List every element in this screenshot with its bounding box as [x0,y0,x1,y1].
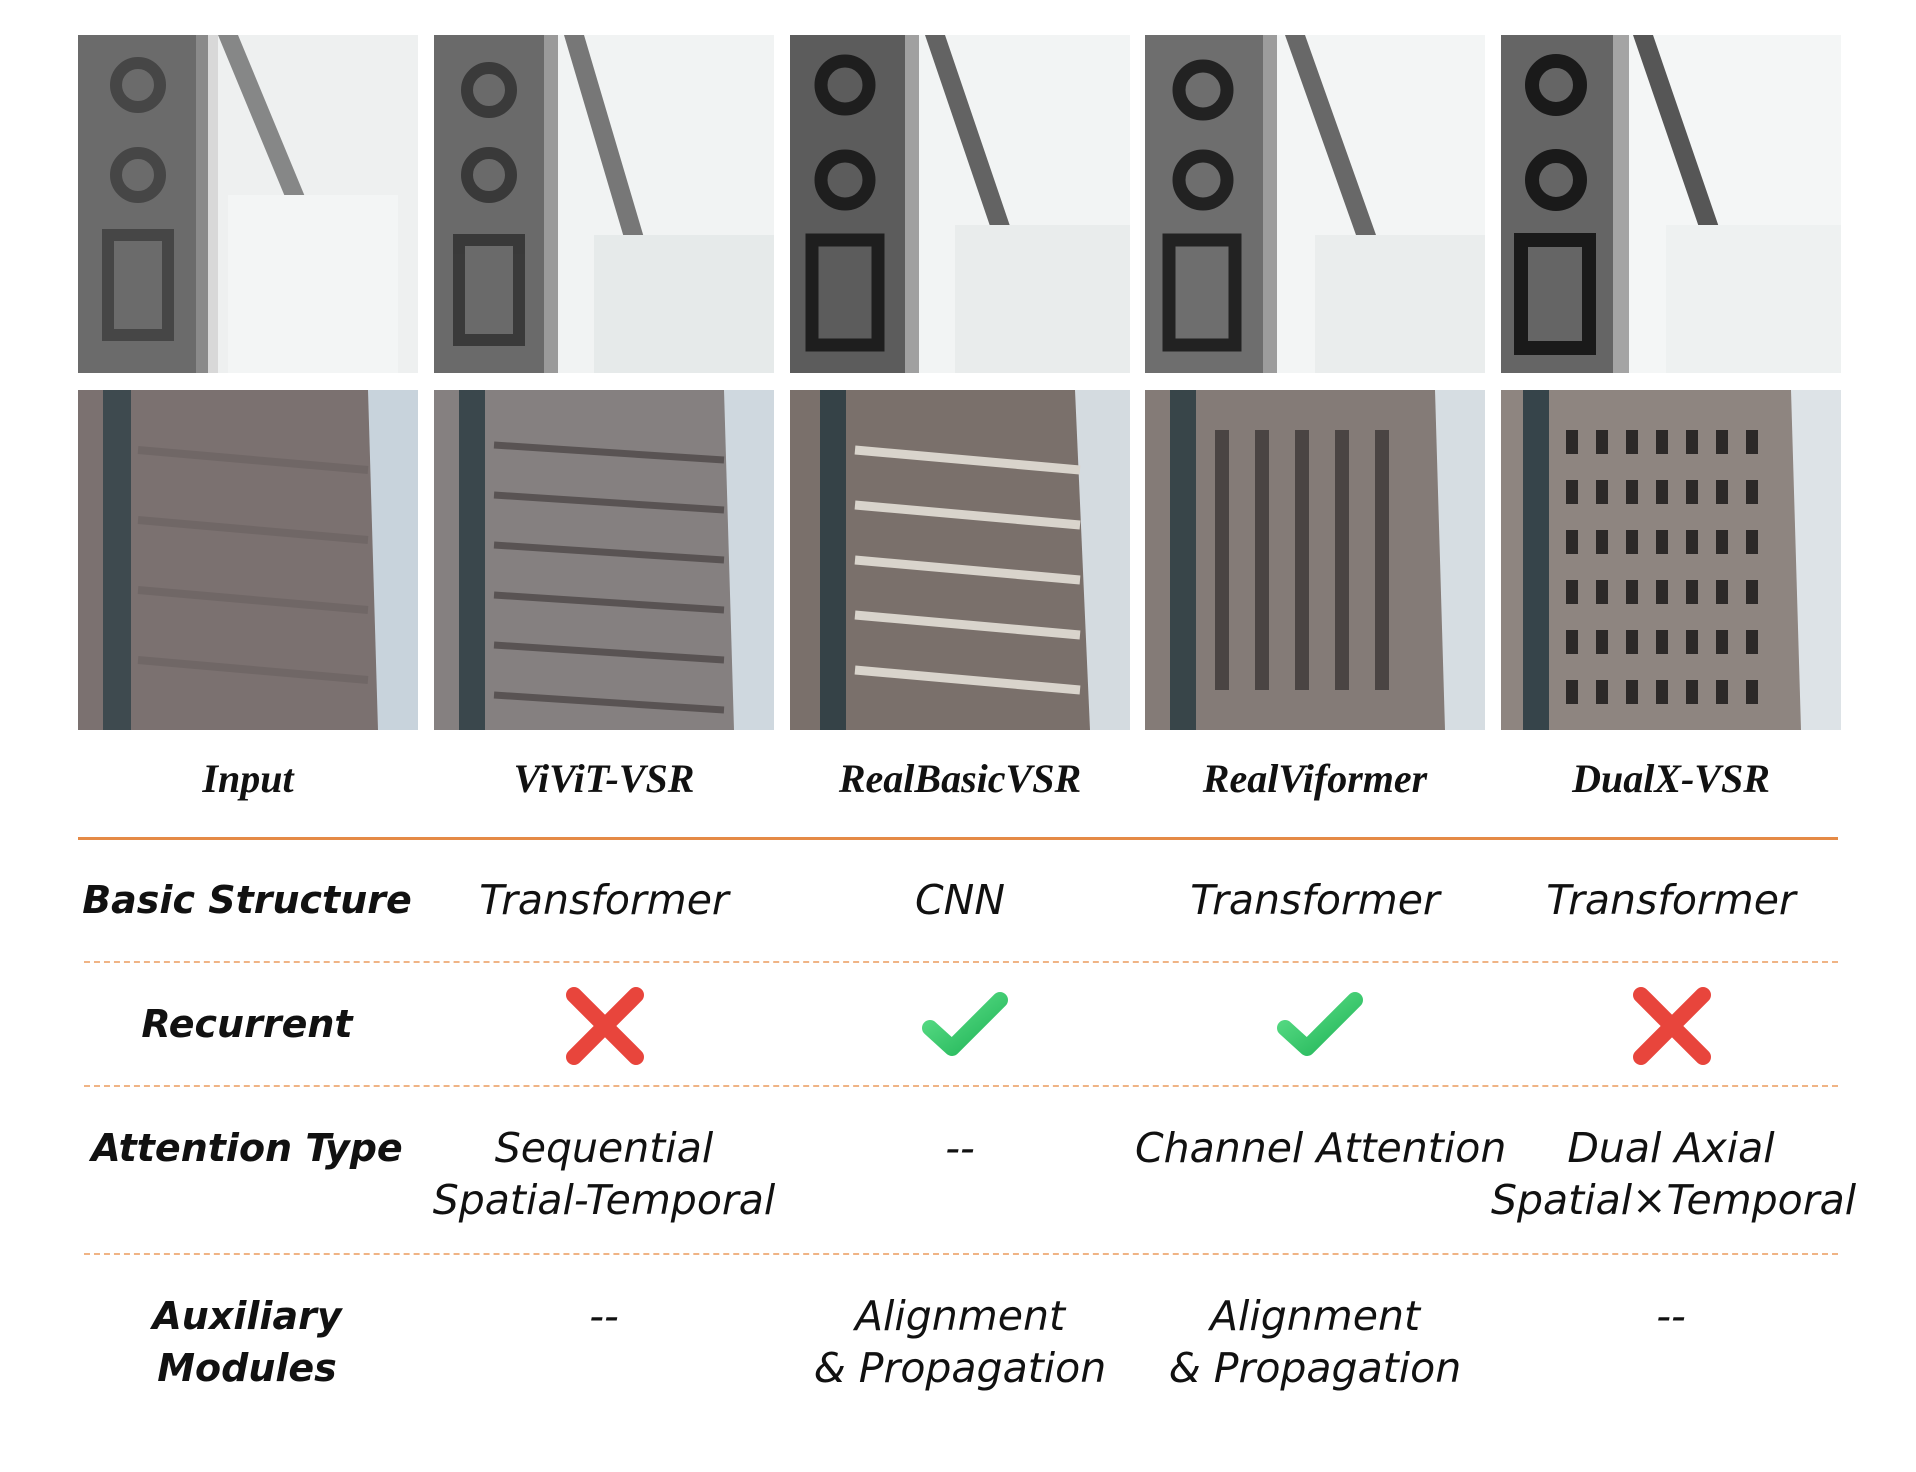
row-label-attention-type: Attention Type [91,1126,403,1170]
cell-line: Dual Axial [1567,1124,1775,1172]
cell-attention-type-realbasicvsr: -- [780,1122,1140,1174]
panel-dualx-sign [1501,35,1841,373]
cell-attention-type-realviformer: Channel Attention [1135,1122,1507,1174]
check-icon [1277,992,1363,1056]
row-label-auxiliary-modules: Auxiliary Modules [82,1290,412,1394]
panel-realviformer-building [1145,390,1485,730]
row-divider-3 [84,1253,1838,1255]
cell-attention-type-dualx: Dual Axial Spatial×Temporal [1491,1122,1857,1226]
cell-attention-type-vivit: Sequential Spatial-Temporal [424,1122,784,1226]
method-label-input: Input [202,756,294,801]
cell-auxiliary-vivit: -- [424,1290,784,1342]
cell-basic-structure-vivit: Transformer [479,876,729,924]
cell-line: -- [1656,1292,1686,1340]
row-divider-1 [84,961,1838,963]
cell-line: Alignment [854,1292,1066,1340]
panel-dualx-building [1501,390,1841,730]
panel-realbasicvsr-sign [790,35,1130,373]
method-label-vivit-vsr: ViViT-VSR [513,756,695,801]
panel-vivit-building [434,390,774,730]
cell-line: & Propagation [1168,1344,1462,1392]
cell-line: -- [945,1124,975,1172]
panel-realbasicvsr-building [790,390,1130,730]
cross-icon [1633,987,1711,1065]
cell-line: Spatial-Temporal [432,1176,776,1224]
panel-vivit-sign [434,35,774,373]
cell-basic-structure-realviformer: Transformer [1190,876,1440,924]
row-label-line: Auxiliary [152,1294,342,1338]
panel-input-building [78,390,418,730]
cell-line: Alignment [1209,1292,1421,1340]
method-label-realbasicvsr: RealBasicVSR [838,756,1082,801]
row-label-recurrent: Recurrent [141,1002,353,1046]
cell-line: Sequential [494,1124,714,1172]
cell-line: Channel Attention [1135,1124,1507,1172]
row-divider-2 [84,1085,1838,1087]
method-label-realviformer: RealViformer [1202,756,1428,801]
cell-line: Spatial×Temporal [1491,1176,1857,1224]
cell-auxiliary-dualx: -- [1491,1290,1851,1342]
cell-basic-structure-dualx: Transformer [1546,876,1796,924]
method-label-dualx-vsr: DualX-VSR [1572,756,1770,801]
cell-auxiliary-realviformer: Alignment & Propagation [1135,1290,1495,1394]
check-icon [922,992,1008,1056]
cell-line: & Propagation [813,1344,1107,1392]
cell-auxiliary-realbasicvsr: Alignment & Propagation [780,1290,1140,1394]
panel-input-sign [78,35,418,373]
cross-icon [566,987,644,1065]
panel-realviformer-sign [1145,35,1485,373]
row-label-basic-structure: Basic Structure [82,878,412,922]
cell-basic-structure-realbasicvsr: CNN [915,876,1005,924]
cell-line: -- [589,1292,619,1340]
table-top-divider [78,837,1838,840]
row-label-line: Modules [157,1346,337,1390]
